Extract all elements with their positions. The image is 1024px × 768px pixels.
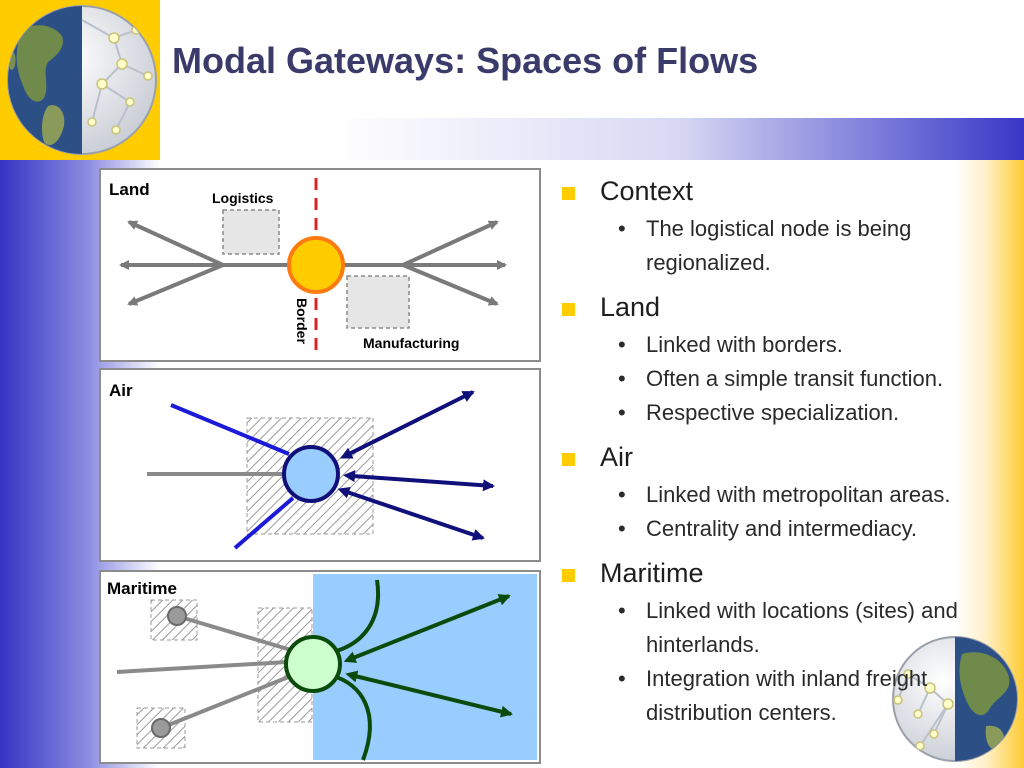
dot-bullet-icon: • xyxy=(618,366,626,391)
bullet-heading: Air xyxy=(600,442,633,472)
sub-bullet-text: Linked with borders. xyxy=(646,332,843,357)
maritime-diagram: Maritime xyxy=(107,574,537,761)
air-hub-node xyxy=(282,445,340,503)
square-bullet-icon xyxy=(562,303,575,316)
sub-bullet-item: • The logistical node is being regionaliz… xyxy=(600,212,998,280)
sub-bullet-list: • Linked with locations (sites) and hinte… xyxy=(600,594,998,730)
bullet-section: Context • The logistical node is being reg… xyxy=(558,174,998,280)
land-panel: Land Logistics Manufacturing Border xyxy=(99,168,541,362)
bullet-list: Context • The logistical node is being reg… xyxy=(558,172,998,740)
hinterland-links xyxy=(116,614,292,730)
dot-bullet-icon: • xyxy=(618,598,626,623)
air-feeder-routes xyxy=(170,403,295,550)
inland-node xyxy=(151,718,171,738)
dot-bullet-icon: • xyxy=(618,666,626,691)
bullet-heading: Maritime xyxy=(600,558,704,588)
logistics-zone xyxy=(222,209,280,255)
sub-bullet-item: • Linked with metropolitan areas. xyxy=(600,478,998,512)
bullet-heading: Context xyxy=(600,176,694,206)
manufacturing-label: Manufacturing xyxy=(363,335,459,351)
sub-bullet-text: Respective specialization. xyxy=(646,400,900,425)
sub-bullet-item: • Linked with locations (sites) and hinte… xyxy=(600,594,998,662)
maritime-panel: Maritime xyxy=(99,570,541,764)
bullet-section: Maritime • Linked with locations (sites) a… xyxy=(558,556,998,730)
square-bullet-icon xyxy=(562,569,575,582)
sub-bullet-item: • Often a simple transit function. xyxy=(600,362,998,396)
sub-bullet-list: • Linked with borders. • Often a simple tra… xyxy=(600,328,998,430)
air-flows xyxy=(337,390,495,541)
globe-network-icon xyxy=(7,5,157,155)
header-gradient-bar xyxy=(160,118,1024,160)
sub-bullet-item: • Integration with inland freight distrib… xyxy=(600,662,998,730)
bullet-section: Air • Linked with metropolitan areas. • Cent… xyxy=(558,440,998,546)
sub-bullet-text: The logistical node is being regionalize… xyxy=(646,216,912,275)
sub-bullet-text: Linked with metropolitan areas. xyxy=(646,482,951,507)
inland-node xyxy=(167,606,187,626)
globe-network-icon xyxy=(892,636,1018,762)
land-diagram: Land Logistics Manufacturing Border xyxy=(109,178,507,351)
maritime-panel-label: Maritime xyxy=(107,579,177,598)
border-label: Border xyxy=(294,298,310,344)
sub-bullet-item: • Linked with borders. xyxy=(600,328,998,362)
dot-bullet-icon: • xyxy=(618,216,626,241)
square-bullet-icon xyxy=(562,187,575,200)
logistics-label: Logistics xyxy=(212,190,274,206)
manufacturing-zone xyxy=(346,275,410,329)
dot-bullet-icon: • xyxy=(618,400,626,425)
air-diagram: Air xyxy=(109,381,495,550)
sub-bullet-text: Centrality and intermediacy. xyxy=(646,516,918,541)
bullet-heading: Land xyxy=(600,292,661,322)
sub-bullet-list: • The logistical node is being regionaliz… xyxy=(600,212,998,280)
water-area xyxy=(313,574,537,760)
sub-bullet-text: Often a simple transit function. xyxy=(646,366,944,391)
maritime-flows xyxy=(343,594,513,718)
sub-bullet-item: • Respective specialization. xyxy=(600,396,998,430)
dot-bullet-icon: • xyxy=(618,332,626,357)
land-flows xyxy=(119,220,507,306)
bullet-section: Land • Linked with borders. • Often a simple… xyxy=(558,290,998,430)
dot-bullet-icon: • xyxy=(618,482,626,507)
air-panel: Air xyxy=(99,368,541,562)
page-title: Modal Gateways: Spaces of Flows xyxy=(172,40,759,81)
land-hub-node xyxy=(287,236,345,294)
square-bullet-icon xyxy=(562,453,575,466)
land-panel-label: Land xyxy=(109,180,150,199)
sub-bullet-text: Integration with inland freight distribu… xyxy=(646,666,928,725)
maritime-hub-node xyxy=(284,635,342,693)
sub-bullet-item: • Centrality and intermediacy. xyxy=(600,512,998,546)
sub-bullet-list: • Linked with metropolitan areas. • Central… xyxy=(600,478,998,546)
dot-bullet-icon: • xyxy=(618,516,626,541)
air-panel-label: Air xyxy=(109,381,133,400)
sub-bullet-text: Linked with locations (sites) and hinter… xyxy=(646,598,958,657)
